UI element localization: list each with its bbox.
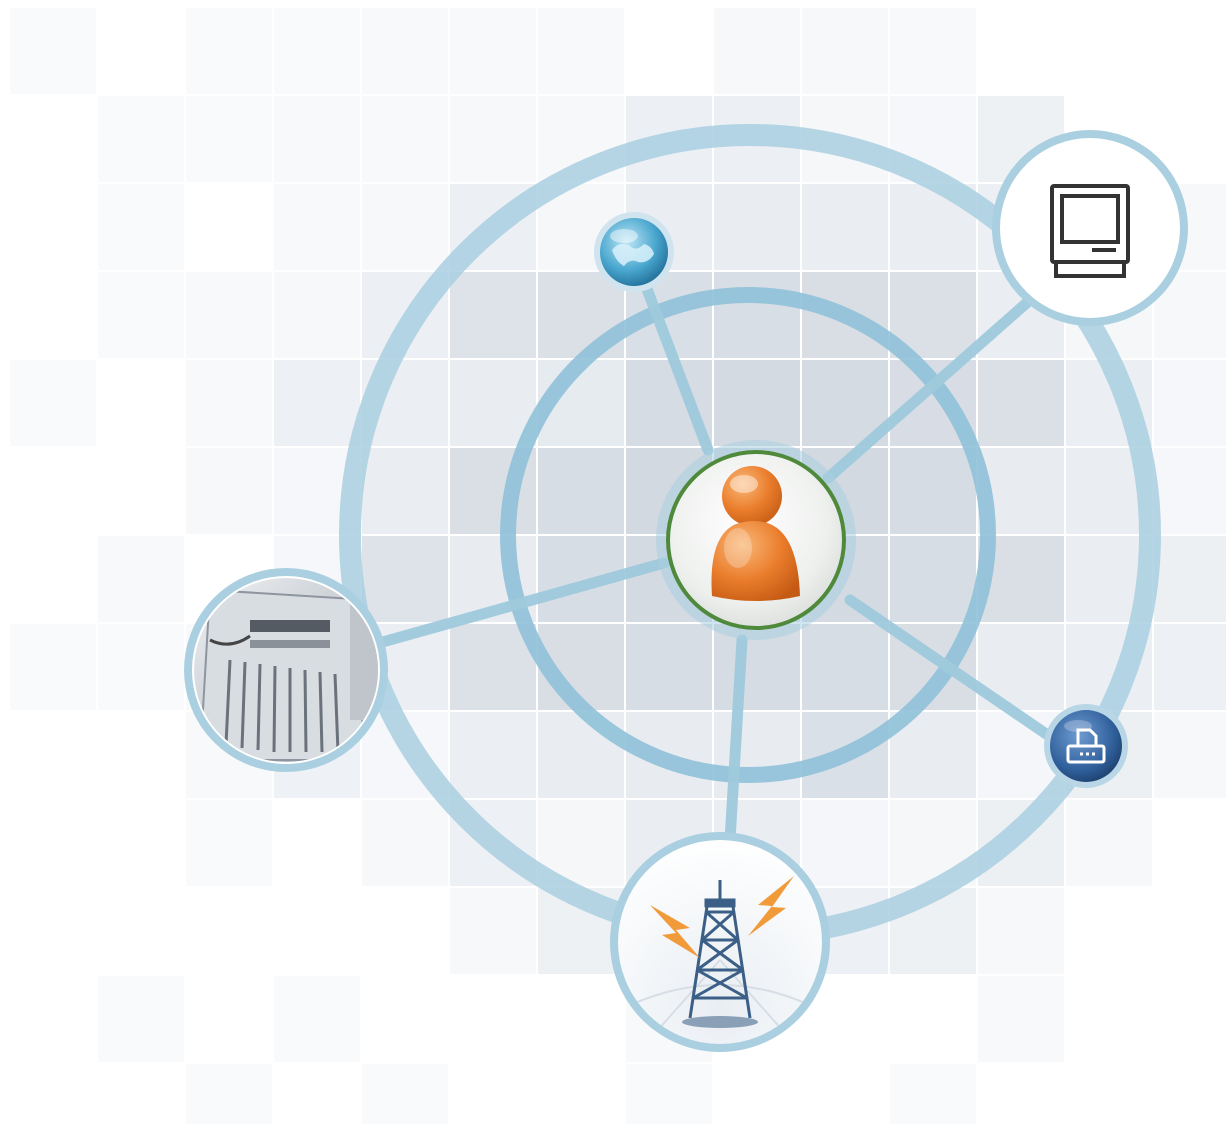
background-tile xyxy=(802,624,888,710)
background-tile xyxy=(890,8,976,94)
background-tile xyxy=(98,272,184,358)
background-tile xyxy=(714,712,800,798)
user-hub-node[interactable] xyxy=(656,440,856,640)
background-tile xyxy=(186,272,272,358)
background-tile xyxy=(1066,800,1152,886)
background-tile xyxy=(714,184,800,270)
background-tile xyxy=(98,184,184,270)
background-tile xyxy=(362,448,448,534)
background-tile xyxy=(98,624,184,710)
background-tile xyxy=(538,8,624,94)
background-tile xyxy=(714,360,800,446)
background-tile xyxy=(626,624,712,710)
background-tile xyxy=(714,272,800,358)
background-tile xyxy=(1154,624,1226,710)
background-tile xyxy=(274,96,360,182)
globe-node[interactable] xyxy=(594,212,674,292)
background-tile xyxy=(186,1064,272,1124)
background-tile xyxy=(362,536,448,622)
background-tile xyxy=(450,888,536,974)
background-tile xyxy=(186,360,272,446)
server-node[interactable] xyxy=(188,572,390,768)
background-tile xyxy=(802,800,888,886)
background-tile xyxy=(450,8,536,94)
background-tile xyxy=(274,976,360,1062)
background-tile xyxy=(978,360,1064,446)
background-tile xyxy=(186,800,272,886)
background-tile xyxy=(274,272,360,358)
background-tile xyxy=(450,712,536,798)
background-tile xyxy=(1154,360,1226,446)
tower-node[interactable] xyxy=(614,836,826,1050)
background-tile xyxy=(890,536,976,622)
background-tile xyxy=(98,96,184,182)
background-tile xyxy=(714,8,800,94)
background-tile xyxy=(274,8,360,94)
background-tile xyxy=(362,184,448,270)
background-tile xyxy=(978,888,1064,974)
background-tile xyxy=(450,272,536,358)
background-tile xyxy=(98,976,184,1062)
background-tile xyxy=(274,360,360,446)
background-tile xyxy=(362,1064,448,1124)
background-tile xyxy=(10,360,96,446)
background-tile xyxy=(890,448,976,534)
background-tile xyxy=(186,96,272,182)
background-tile xyxy=(10,624,96,710)
background-tile xyxy=(98,536,184,622)
background-tile xyxy=(1154,448,1226,534)
background-tile xyxy=(450,96,536,182)
background-tile xyxy=(538,448,624,534)
background-tile xyxy=(890,1064,976,1124)
background-tile xyxy=(802,184,888,270)
background-tile xyxy=(362,96,448,182)
background-tile xyxy=(978,976,1064,1062)
background-tile xyxy=(1154,536,1226,622)
background-tile xyxy=(10,8,96,94)
computer-node[interactable] xyxy=(996,134,1184,322)
printer-node[interactable] xyxy=(1044,704,1128,788)
background-tile xyxy=(802,8,888,94)
background-tile xyxy=(362,800,448,886)
background-tile xyxy=(362,8,448,94)
background-tile xyxy=(626,1064,712,1124)
background-tile xyxy=(186,448,272,534)
background-tile xyxy=(186,8,272,94)
background-tile xyxy=(274,184,360,270)
background-tile xyxy=(1154,712,1226,798)
